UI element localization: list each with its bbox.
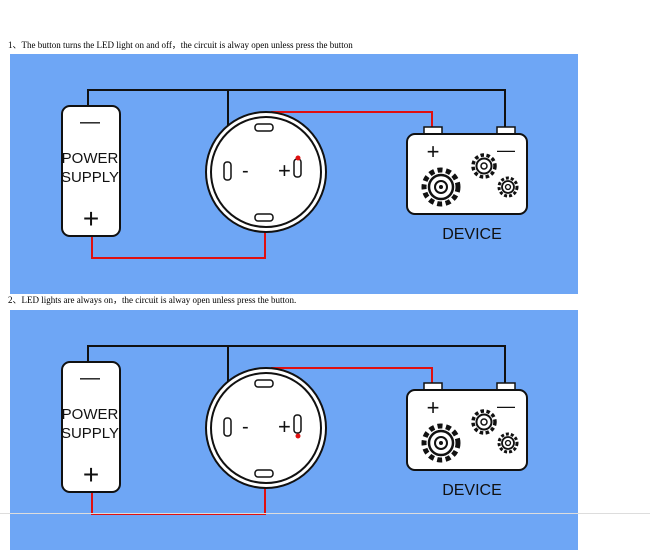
supply-plus-wire bbox=[91, 475, 266, 515]
switch-left-terminal bbox=[223, 417, 232, 437]
supply-plus-wire bbox=[91, 219, 266, 259]
switch-bottom-terminal bbox=[254, 469, 274, 478]
wiring-diagram-1-svg: — POWER SUPPLY + - + + — bbox=[61, 89, 528, 259]
ground-wire bbox=[87, 345, 506, 385]
device-plus-symbol: + bbox=[427, 139, 440, 164]
power-supply-plus-symbol: + bbox=[83, 459, 99, 490]
device-plus-symbol: + bbox=[427, 395, 440, 420]
power-supply-label-line2: SUPPLY bbox=[61, 169, 119, 186]
device: + — DEVICE bbox=[406, 382, 528, 499]
switch-top-terminal bbox=[254, 379, 274, 388]
switch-left-terminal bbox=[223, 161, 232, 181]
power-supply-label-line1: POWER bbox=[62, 150, 119, 167]
ground-wire bbox=[87, 89, 506, 129]
power-supply-label-line1: POWER bbox=[62, 406, 119, 423]
small-gear-icon bbox=[497, 432, 519, 454]
device-label: DEVICE bbox=[442, 482, 502, 499]
bottom-divider bbox=[0, 513, 650, 514]
switch-plus-symbol: + bbox=[278, 158, 291, 183]
power-supply-label-line2: SUPPLY bbox=[61, 425, 119, 442]
diagram-1-caption: 1、The button turns the LED light on and … bbox=[8, 40, 353, 50]
power-supply: — POWER SUPPLY + bbox=[61, 361, 121, 493]
medium-gear-icon bbox=[471, 153, 497, 179]
push-button-switch: - + bbox=[205, 111, 327, 233]
switch-minus-symbol: - bbox=[242, 160, 249, 182]
diagram-2-caption: 2、LED lights are always on，the circuit i… bbox=[8, 295, 297, 305]
switch-top-terminal bbox=[254, 123, 274, 132]
power-supply-plus-symbol: + bbox=[83, 203, 99, 234]
switch-minus-symbol: - bbox=[242, 416, 249, 438]
device-label: DEVICE bbox=[442, 226, 502, 243]
large-gear-icon bbox=[421, 167, 461, 207]
small-gear-icon bbox=[497, 176, 519, 198]
power-supply: — POWER SUPPLY + bbox=[61, 105, 121, 237]
device: + — DEVICE bbox=[406, 126, 528, 243]
switch-bottom-terminal bbox=[254, 213, 274, 222]
switch-plus-symbol: + bbox=[278, 414, 291, 439]
device-minus-symbol: — bbox=[497, 396, 515, 416]
medium-gear-icon bbox=[471, 409, 497, 435]
device-minus-symbol: — bbox=[497, 140, 515, 160]
push-button-switch: - + bbox=[205, 367, 327, 489]
switch-right-terminal bbox=[293, 414, 302, 434]
wiring-diagram-1: — POWER SUPPLY + - + + — bbox=[10, 54, 578, 294]
power-supply-minus-symbol: — bbox=[80, 111, 100, 133]
switch-right-terminal bbox=[293, 158, 302, 178]
wiring-diagram-2: — POWER SUPPLY + - + + — bbox=[10, 310, 578, 550]
large-gear-icon bbox=[421, 423, 461, 463]
wiring-diagram-2-svg: — POWER SUPPLY + - + + — bbox=[61, 345, 528, 515]
power-supply-minus-symbol: — bbox=[80, 367, 100, 389]
